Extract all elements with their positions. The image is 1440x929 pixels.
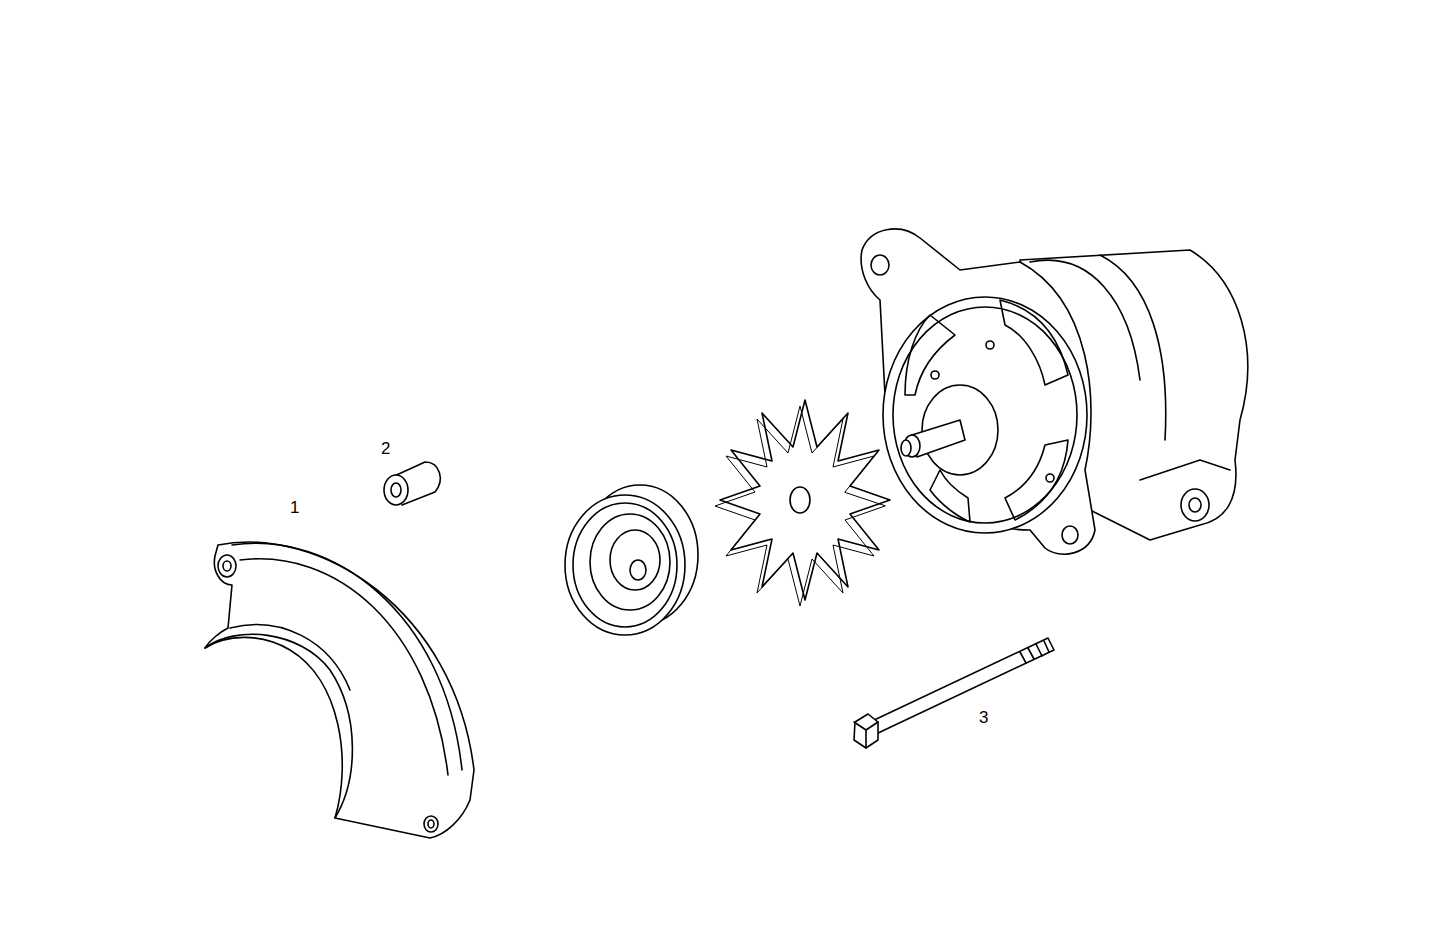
pulley <box>565 485 698 635</box>
callout-number: 3 <box>979 709 988 726</box>
alternator <box>861 229 1248 554</box>
bolt <box>854 638 1054 748</box>
callout-number: 2 <box>381 440 390 457</box>
belt-guard <box>205 542 474 838</box>
spacer-sleeve <box>384 462 440 505</box>
callout-number: 1 <box>290 499 299 516</box>
cooling-fan <box>715 400 890 606</box>
